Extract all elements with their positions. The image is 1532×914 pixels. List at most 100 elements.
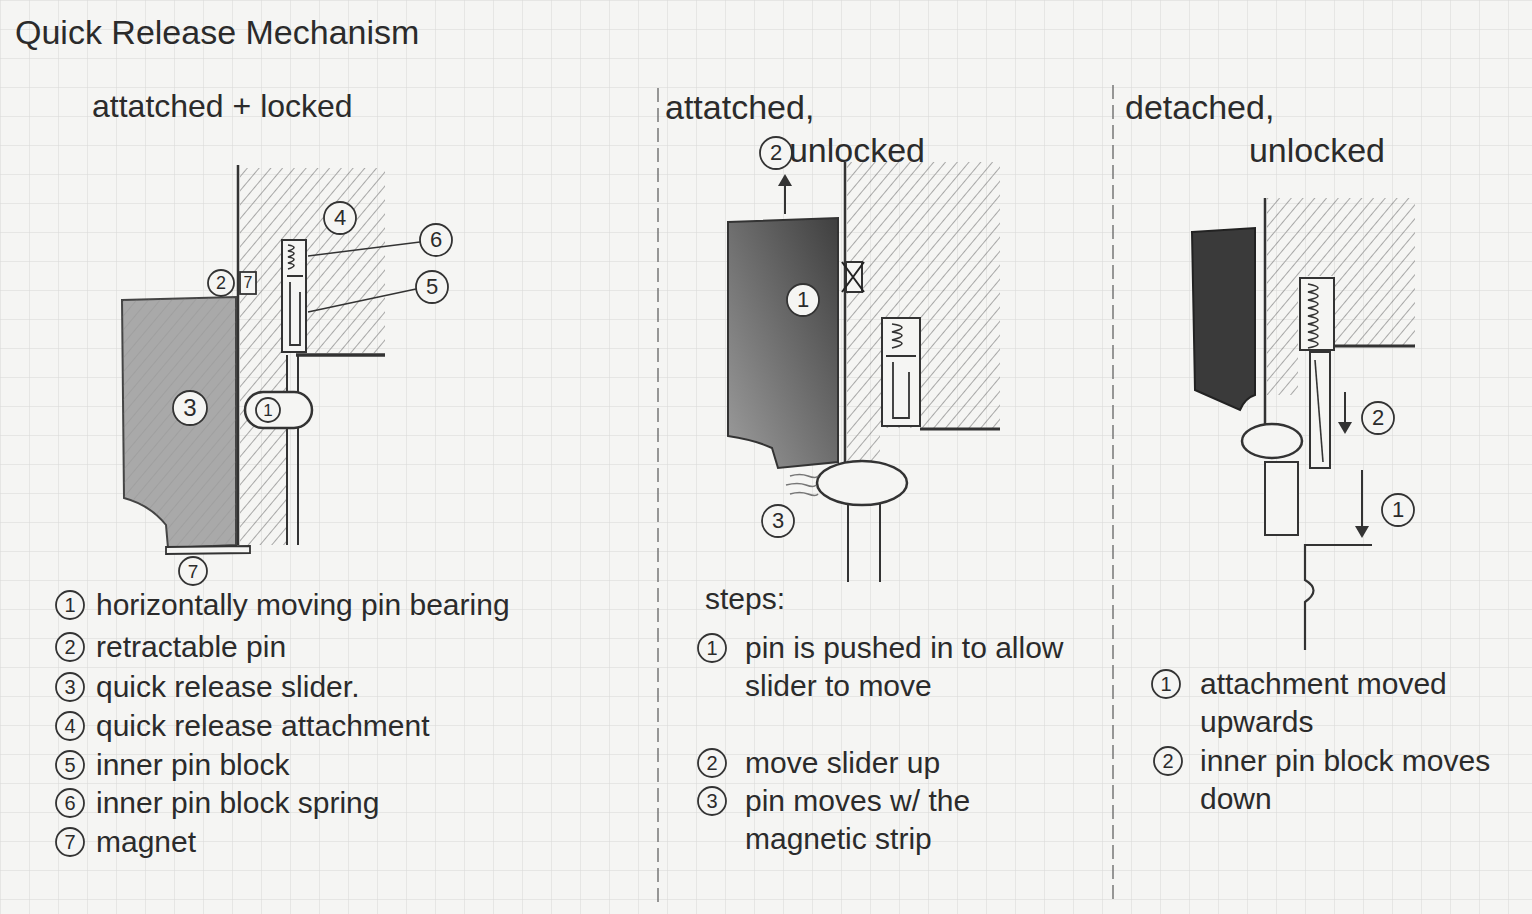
callout-circle <box>1362 402 1394 434</box>
callout-number: 5 <box>64 755 75 775</box>
arrowhead <box>1338 422 1352 434</box>
callout-circle <box>179 557 207 585</box>
attachment-ledge <box>1335 345 1415 348</box>
title: Quick Release Mechanism <box>15 12 419 52</box>
callout-number: 4 <box>64 716 75 736</box>
callout-circle <box>698 749 726 777</box>
spring-symbol <box>288 245 294 269</box>
part-name: retractable pin <box>96 628 654 666</box>
leader-line <box>308 289 416 312</box>
pin-block-housing <box>282 240 306 352</box>
channel-line <box>297 355 299 545</box>
motion-arrow <box>1344 392 1346 424</box>
callout-circle <box>173 391 207 425</box>
spring-housing <box>1300 278 1334 350</box>
part-name: quick release attachment <box>96 707 654 745</box>
callout-circle <box>1382 494 1414 526</box>
attachment-hatch <box>1267 198 1415 395</box>
callout-number: 2 <box>216 274 226 292</box>
callout-number: 3 <box>64 677 75 697</box>
callout-circle <box>56 751 84 779</box>
callout-number: 1 <box>263 402 272 419</box>
quick-release-slider <box>728 218 838 468</box>
attachment-wall <box>1264 198 1267 424</box>
callout-number: 3 <box>772 510 784 532</box>
arrowhead <box>778 174 792 186</box>
pin-bearing <box>1242 424 1302 458</box>
motion-arrow <box>784 184 786 214</box>
callout-number: 2 <box>1162 751 1173 771</box>
attachment-ledge <box>920 428 1000 431</box>
panel-heading: attatched + locked <box>92 86 552 126</box>
callout-circle <box>787 284 819 316</box>
callout-circle <box>324 202 356 234</box>
inner-pin-block <box>1315 360 1323 462</box>
step-text: pin is pushed in to allow slider to move <box>745 629 1080 705</box>
pin-cross <box>842 262 864 292</box>
callout-number: 2 <box>770 142 782 164</box>
callout-number: 3 <box>706 791 717 811</box>
callout-circle <box>56 633 84 661</box>
attachment-wall <box>844 162 847 470</box>
pin-bearing <box>245 392 312 428</box>
callout-circle <box>56 673 84 701</box>
motion-arrow <box>1361 470 1363 528</box>
part-name: inner pin block spring <box>96 784 654 822</box>
panel-divider <box>1112 85 1114 905</box>
callout-circle <box>698 634 726 662</box>
callout-circle <box>762 505 794 537</box>
callout-number: 2 <box>1372 407 1384 429</box>
part-name: magnet <box>96 823 654 861</box>
callout-circle <box>56 789 84 817</box>
callout-circle <box>208 270 234 296</box>
callout-number: 2 <box>706 753 717 773</box>
quick-release-slider <box>122 297 236 548</box>
spring-symbol <box>1308 284 1318 348</box>
callout-circle <box>416 271 448 303</box>
attachment-hatch <box>847 162 1000 470</box>
callout-number: 1 <box>706 638 717 658</box>
callout-circle <box>698 787 726 815</box>
spring-symbol <box>892 324 902 348</box>
callout-number: 1 <box>64 595 75 615</box>
callout-number: 6 <box>64 793 75 813</box>
panel-divider <box>657 88 659 905</box>
callout-box <box>240 272 256 294</box>
attachment-hatch <box>240 168 385 545</box>
callout-circle <box>760 137 792 169</box>
slider-shading <box>122 297 236 548</box>
step-text: move slider up <box>745 744 1080 782</box>
part-name: quick release slider. <box>96 668 654 706</box>
inner-pin-block <box>886 356 916 418</box>
retractable-pin <box>1265 462 1298 535</box>
list-heading: steps: <box>705 580 925 618</box>
part-name: inner pin block <box>96 746 654 784</box>
callout-number: 1 <box>1160 674 1171 694</box>
leader-line <box>308 242 420 256</box>
callout-number: 3 <box>183 396 196 420</box>
inner-pin-block <box>1310 352 1330 468</box>
callout-number: 1 <box>797 289 809 311</box>
pin-block-housing <box>882 318 920 426</box>
attachment-ledge <box>296 353 385 357</box>
attachment-wall <box>237 165 240 545</box>
callout-circle <box>256 398 280 422</box>
step-text: attachment moved upwards <box>1200 665 1522 741</box>
callout-circle <box>420 224 452 256</box>
callout-circle <box>56 591 84 619</box>
callout-number: 5 <box>426 276 438 298</box>
inner-pin-block <box>287 276 303 345</box>
magnet-strip <box>166 546 250 554</box>
detached-slider <box>1192 228 1255 410</box>
callout-number: 2 <box>64 637 75 657</box>
callout-circle <box>1152 670 1180 698</box>
callout-number: 6 <box>430 229 442 251</box>
part-name: horizontally moving pin bearing <box>96 586 654 624</box>
pin-bearing <box>817 461 907 505</box>
callout-circle <box>1154 747 1182 775</box>
step-text: pin moves w/ the magnetic strip <box>745 782 1080 858</box>
channel-line <box>286 355 288 545</box>
callout-number: 7 <box>188 562 199 581</box>
callout-circle <box>56 828 84 856</box>
